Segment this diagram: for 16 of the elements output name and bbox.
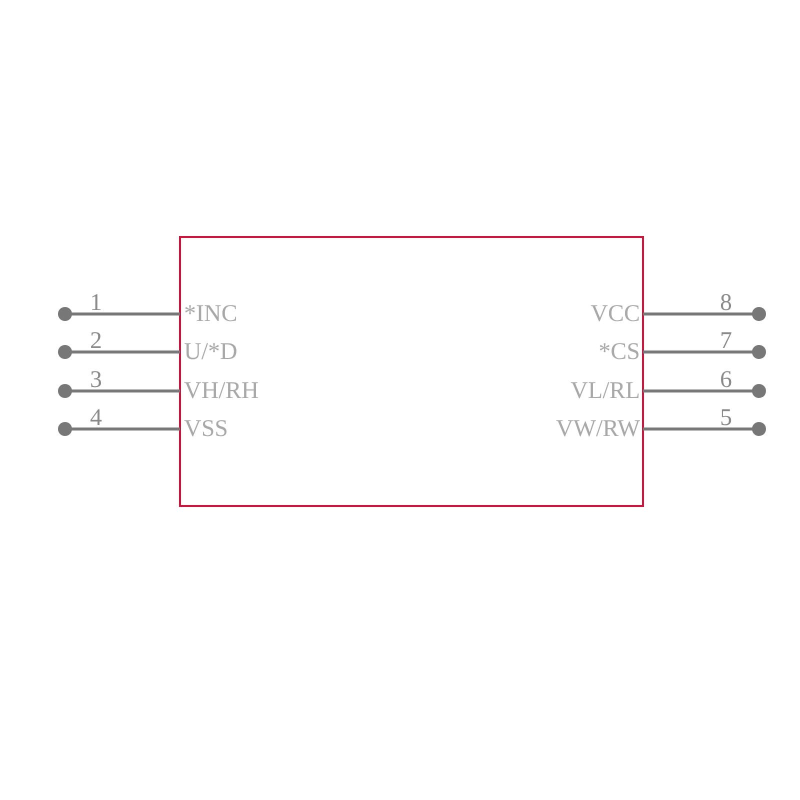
pin-number: 1 (90, 291, 102, 315)
pin-name: VH/RH (184, 379, 259, 403)
pin-name: VL/RL (570, 379, 640, 403)
pin-name: VW/RW (556, 417, 640, 441)
pin-number: 7 (720, 329, 732, 353)
pin-number: 2 (90, 329, 102, 353)
pin-name: *INC (184, 302, 238, 326)
pin-name: VCC (590, 302, 640, 326)
pin-number: 4 (90, 406, 102, 430)
pin-number: 6 (720, 368, 732, 392)
pin-name: *CS (598, 340, 640, 364)
pin-name: VSS (184, 417, 228, 441)
pin-number: 3 (90, 368, 102, 392)
pin-number: 8 (720, 291, 732, 315)
pin-name: U/*D (184, 340, 238, 364)
pin-number: 5 (720, 406, 732, 430)
